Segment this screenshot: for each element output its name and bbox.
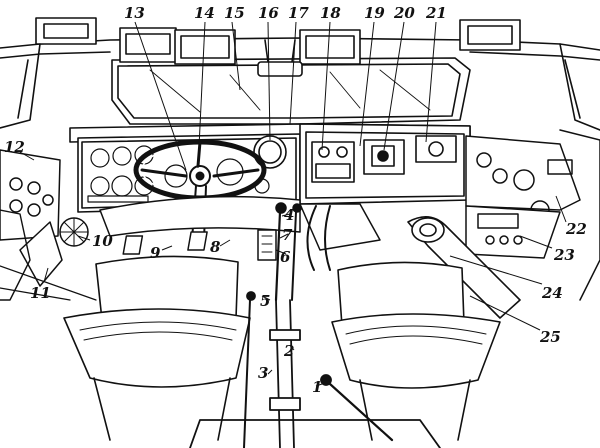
- callout-20: 20: [393, 4, 415, 22]
- floor-levers: [189, 291, 441, 448]
- left-side-panel: [0, 149, 89, 301]
- callout-22: 22: [565, 220, 587, 238]
- callout-10: 10: [92, 232, 113, 250]
- callout-9: 9: [150, 244, 161, 262]
- callout-3: 3: [258, 364, 268, 382]
- callout-2: 2: [283, 342, 294, 360]
- callout-11: 11: [30, 284, 51, 302]
- callout-23: 23: [553, 246, 575, 264]
- air-duct: [407, 216, 521, 319]
- callout-18: 18: [320, 4, 341, 22]
- callout-13: 13: [124, 4, 145, 22]
- callout-14: 14: [194, 4, 215, 22]
- windshield-frame: [0, 17, 600, 131]
- callout-19: 19: [364, 4, 385, 22]
- callout-8: 8: [210, 238, 221, 256]
- callout-6: 6: [280, 248, 291, 266]
- seats: [0, 255, 501, 441]
- callout-12: 12: [4, 138, 25, 156]
- callout-labels: 1 2 3 4 5 6 7 8 9 10 11 12 13 14 15 16 1…: [4, 4, 587, 396]
- callout-4: 4: [284, 206, 294, 224]
- callout-5: 5: [260, 292, 270, 310]
- callout-1: 1: [312, 378, 322, 396]
- callout-25: 25: [539, 328, 561, 346]
- callout-15: 15: [224, 4, 245, 22]
- callout-7: 7: [282, 226, 293, 244]
- right-side-panels: [465, 129, 600, 301]
- callout-17: 17: [288, 4, 309, 22]
- callout-21: 21: [425, 4, 447, 22]
- leader-lines: [19, 21, 567, 387]
- callout-16: 16: [258, 4, 279, 22]
- callout-24: 24: [541, 284, 563, 302]
- lower-dash: [99, 195, 381, 302]
